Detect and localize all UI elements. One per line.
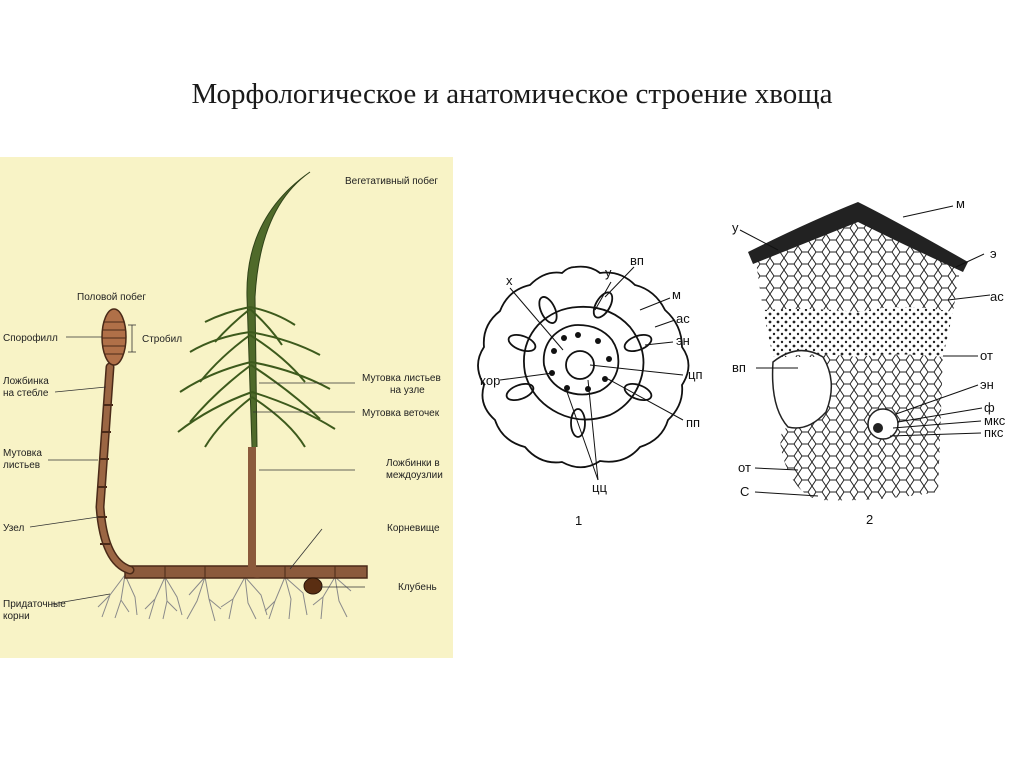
label-sporophyll: Спорофилл — [3, 332, 58, 344]
cs2-label-as: ас — [990, 289, 1004, 304]
label-vegetative-shoot: Вегетативный побег — [345, 175, 438, 187]
label-leaf-whorl-1: Мутовка — [3, 448, 42, 459]
cs2-label-en: эн — [980, 377, 994, 392]
cs2-label-ot2: от — [738, 460, 751, 475]
label-whorl-at-node-1: Мутовка листьев — [362, 373, 441, 384]
tuber-shape — [303, 577, 323, 595]
label-stem-groove-2: на стебле — [3, 387, 49, 399]
cs2-label-vp: вп — [732, 360, 746, 375]
cs2-label-ot: от — [980, 348, 993, 363]
strobilus-shape — [101, 308, 127, 366]
cs2-label-y: у — [732, 220, 739, 235]
cs1-label-x: х — [506, 273, 513, 288]
cs1-label-as: ас — [676, 311, 690, 326]
label-tuber: Клубень — [398, 581, 437, 593]
adventitious-roots — [97, 574, 352, 622]
stem-cross-section: х у вп м ас эн кор цп пп цц 1 — [477, 255, 703, 528]
branch-whorls — [177, 306, 336, 448]
cs2-label-pks: пкс — [984, 425, 1004, 440]
cs1-label-vp: вп — [630, 255, 644, 268]
cs2-label-mks: мкс — [984, 413, 1006, 428]
label-leaf-whorl-2: листьев — [3, 460, 40, 471]
cs1-label-en: эн — [676, 333, 690, 348]
cs1-label-kor: кор — [480, 373, 500, 388]
label-adventitious-2: корни — [3, 611, 30, 622]
cs1-label-cp: цп — [688, 367, 703, 382]
cs2-label-f: ф — [984, 400, 995, 415]
cs1-label-m: м — [672, 287, 681, 302]
label-branch-whorl: Мутовка веточек — [362, 408, 440, 419]
cs2-label-e: э — [990, 246, 997, 261]
slide-title: Морфологическое и анатомическое строение… — [191, 78, 833, 110]
cs1-figure-number: 1 — [575, 513, 582, 528]
label-internode-groove-2: междоузлии — [386, 470, 443, 481]
label-node: Узел — [3, 523, 24, 534]
cs1-label-y: у — [605, 265, 612, 280]
cs2-label-c: С — [740, 484, 749, 499]
label-generative-shoot: Половой побег — [77, 291, 146, 303]
label-internode-groove-1: Ложбинки в — [386, 457, 440, 469]
cs1-label-pp: пп — [686, 415, 700, 430]
detailed-section: у м э ас от вп эн ф мкс пкс от С 2 — [732, 196, 1006, 527]
label-whorl-at-node-2: на узле — [390, 385, 425, 396]
morphology-illustration: Вегетативный побег Половой побег Спорофи… — [0, 157, 453, 658]
cs2-figure-number: 2 — [866, 512, 873, 527]
label-rhizome: Корневище — [387, 523, 440, 534]
label-strobilus: Стробил — [142, 333, 182, 345]
label-stem-groove-1: Ложбинка — [3, 375, 49, 387]
label-adventitious-1: Придаточные — [3, 599, 66, 610]
cs2-label-m: м — [956, 196, 965, 211]
cs1-label-cc: цц — [592, 480, 607, 495]
stem-nodes — [97, 404, 113, 545]
rhizome-shape — [124, 565, 368, 579]
